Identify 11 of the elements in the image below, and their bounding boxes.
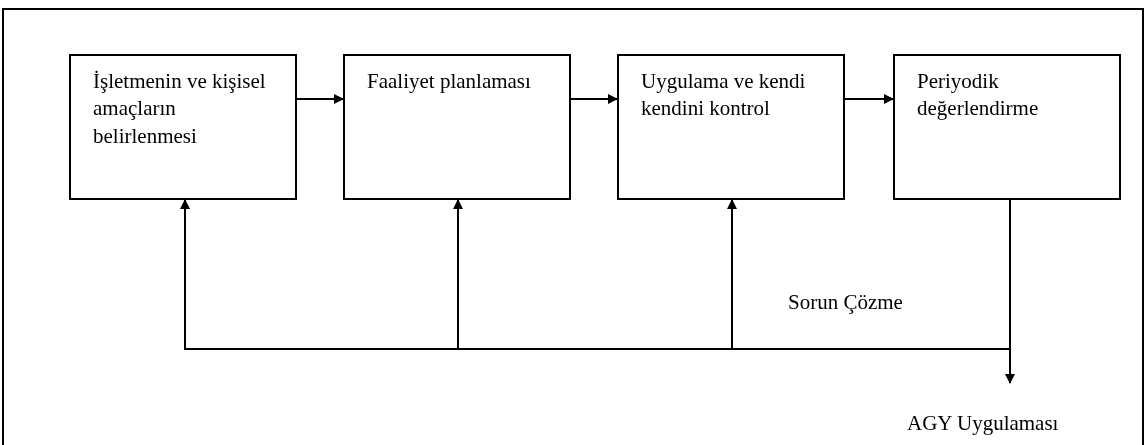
arrow [296,94,344,104]
arrow [844,94,894,104]
process-box: İşletmenin ve kişisel amaçların belirlenmesi [69,54,297,200]
loop-label: Sorun Çözme [788,290,903,315]
process-box: Uygulama ve kendi kendini kontrol [617,54,845,200]
outcome-text: AGY Uygulaması [907,411,1059,435]
process-box: Periyodik değerlendirme [893,54,1121,200]
arrow [570,94,618,104]
process-box: Faaliyet planlaması [343,54,571,200]
arrow [1005,199,1015,384]
arrow [727,199,1011,350]
